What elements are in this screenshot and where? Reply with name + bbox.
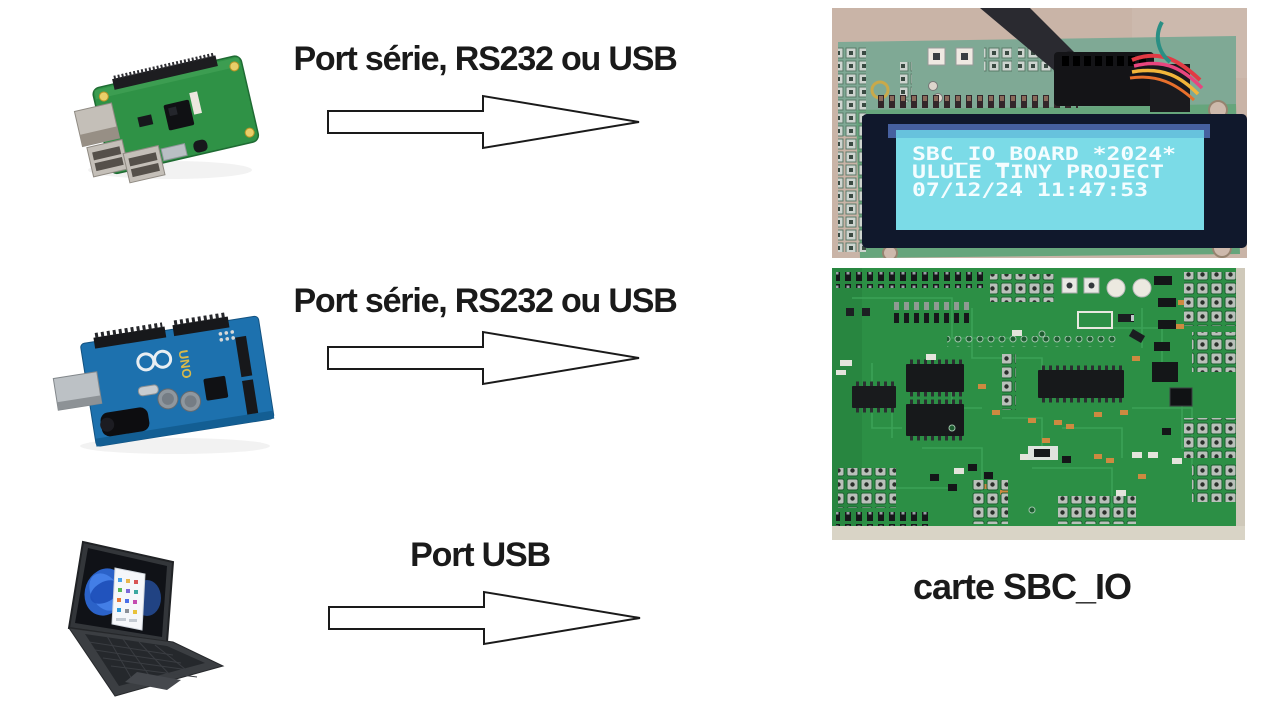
sbc-io-pcb-photo xyxy=(832,268,1245,540)
lcd-screen xyxy=(896,130,1204,230)
pi-hdmi-port xyxy=(160,142,188,162)
pcb-pad-grid xyxy=(1184,272,1236,326)
connector-wires xyxy=(1129,21,1204,102)
lcd-line-2: ULULE TINY PROJECT xyxy=(912,161,1164,183)
connection-label-2: Port série, RS232 ou USB xyxy=(293,282,677,320)
pc-laptop-image xyxy=(55,536,230,704)
connection-label-1: Port série, RS232 ou USB xyxy=(293,40,677,78)
arrow-right-3 xyxy=(328,590,641,646)
arrow-right-1 xyxy=(327,94,640,150)
arduino-uno-icon: UNO xyxy=(52,312,275,454)
raspberry-pi-icon xyxy=(73,52,260,184)
edge-pad-column xyxy=(838,46,866,252)
arduino-mcu-chip xyxy=(203,375,229,401)
arduino-uno-text: UNO xyxy=(176,349,195,380)
board-caption: carte SBC_IO xyxy=(912,566,1132,607)
arrow-right-2 xyxy=(327,330,640,386)
arduino-power-jack xyxy=(100,407,150,437)
pcb-pin-header-row xyxy=(836,272,986,288)
pi-gpio-header xyxy=(112,55,218,90)
laptop-touchpad xyxy=(125,672,181,690)
connection-label-3: Port USB xyxy=(410,536,551,574)
start-menu-app-grid xyxy=(116,578,138,622)
arduino-uno-image: UNO xyxy=(45,296,300,461)
laptop-keyboard xyxy=(85,634,205,686)
lcd-line-1: SBC_IO_BOARD *2024* xyxy=(912,143,1176,165)
lcd-line-3: 07/12/24 11:47:53 xyxy=(912,179,1148,201)
sbc-io-lcd-photo: SBC_IO_BOARD *2024* ULULE TINY PROJECT 0… xyxy=(832,8,1247,258)
pi-soc-chip xyxy=(163,99,195,131)
raspberry-pi-image xyxy=(65,32,275,187)
arduino-header-strip xyxy=(93,326,167,349)
laptop-icon xyxy=(67,540,225,697)
header-pin-row xyxy=(878,92,1078,109)
